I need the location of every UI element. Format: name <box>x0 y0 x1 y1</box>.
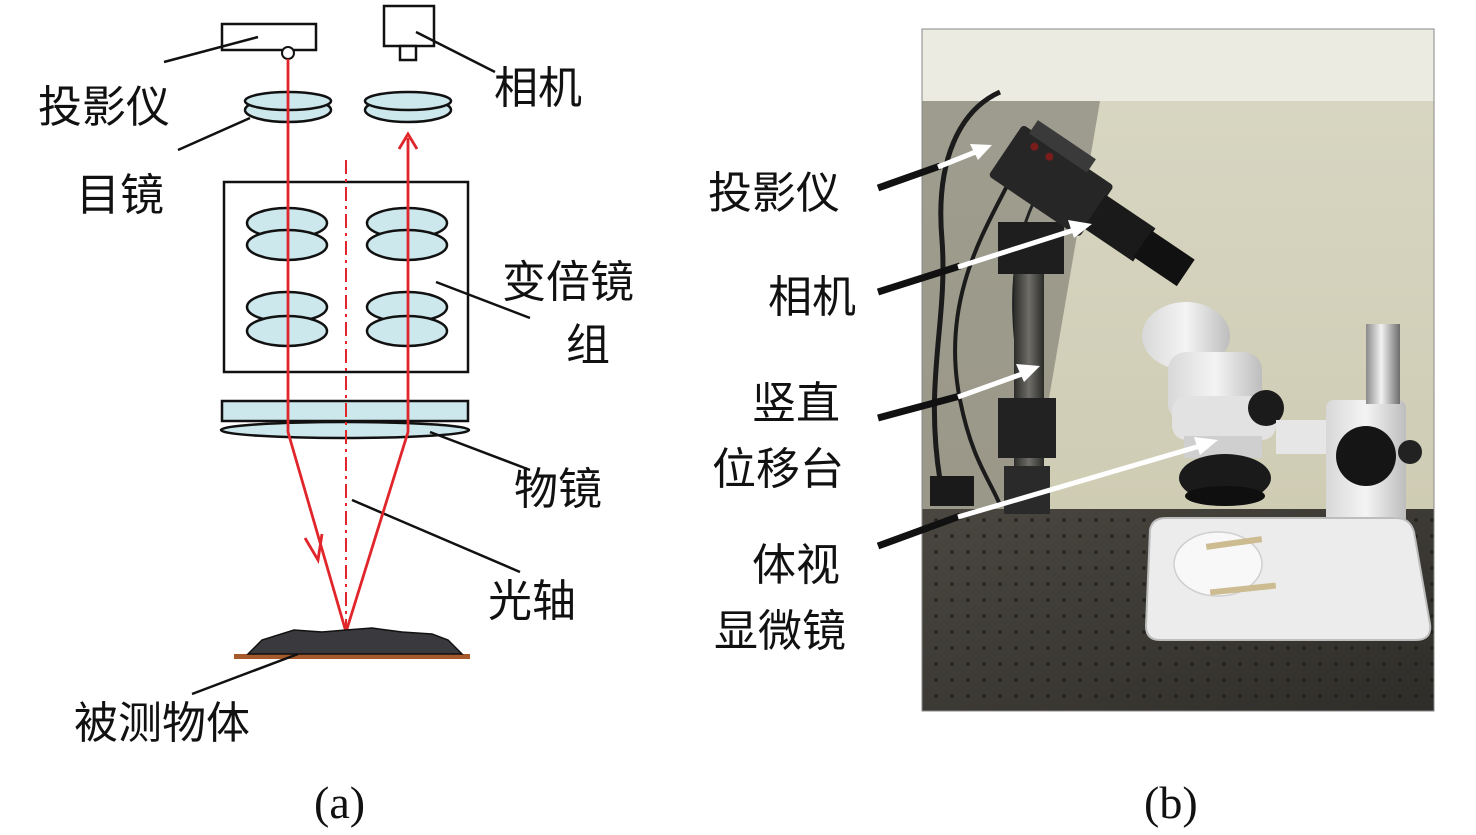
pointer-stage-black <box>877 392 961 422</box>
label-a-objective: 物镜 <box>514 464 602 515</box>
panel-b-annotations: 投影仪 相机 竖直 位移台 体视 显微镜 (b) <box>708 144 1218 828</box>
label-a-camera: 相机 <box>494 63 582 114</box>
objective-leader-line <box>429 430 531 472</box>
camera-beam <box>344 138 410 633</box>
object-base <box>234 654 470 659</box>
beam-arrow-up <box>397 131 419 150</box>
label-a-measured-object: 被测物体 <box>74 698 250 749</box>
pointer-camera-white <box>957 227 1075 270</box>
label-b-camera: 相机 <box>768 272 856 323</box>
cable-2 <box>953 179 1012 506</box>
label-b-stereo-microscope-line2: 显微镜 <box>714 606 846 657</box>
label-b-vertical-stage-line1: 竖直 <box>752 378 840 429</box>
zoom-group-leader-line <box>435 280 531 320</box>
pointer-projector-white <box>937 148 979 170</box>
pointer-microscope-white <box>957 443 1201 520</box>
camera-box <box>382 4 436 48</box>
stage-plate <box>1173 531 1263 597</box>
pointer-microscope-black <box>876 512 962 550</box>
caption-b: (b) <box>1144 777 1198 828</box>
panel-a-diagram: 投影仪 相机 目镜 变倍镜 组 物镜 光轴 被测物体 (a) <box>38 4 634 828</box>
stage-clamp <box>998 398 1056 458</box>
caption-a: (a) <box>314 777 365 828</box>
arrowhead-stage <box>1016 364 1040 382</box>
power-brick <box>930 476 974 506</box>
pointer-stage-white <box>957 371 1023 400</box>
projector-beam <box>286 59 348 633</box>
label-b-vertical-stage-line2: 位移台 <box>712 444 844 495</box>
focus-knob-right <box>1398 440 1422 464</box>
microscope-head <box>1142 302 1284 506</box>
photo-wall-top-strip <box>922 29 1434 101</box>
projector-leader-line <box>163 35 259 64</box>
object-leader-line <box>191 652 299 696</box>
projector-lens <box>281 46 295 60</box>
label-a-projector: 投影仪 <box>38 82 170 133</box>
projector-camera-assembly <box>989 120 1195 287</box>
label-a-zoom-group-line2: 组 <box>566 320 610 371</box>
label-a-optical-axis: 光轴 <box>488 576 576 627</box>
camera-lens-mount <box>398 44 418 62</box>
arrowhead-microscope <box>1194 437 1218 455</box>
pointer-camera-black <box>876 262 962 296</box>
camera-leader-line <box>415 30 496 74</box>
measured-object-shape <box>246 627 464 655</box>
label-b-stereo-microscope-line1: 体视 <box>752 540 840 591</box>
eyepiece-right <box>363 90 453 124</box>
arrowhead-projector <box>970 144 992 160</box>
beam-arrow-down <box>303 533 324 565</box>
eyepiece-leader-line <box>177 116 251 152</box>
label-a-zoom-group-line1: 变倍镜 <box>502 257 634 308</box>
stage-clip-2 <box>1209 582 1277 596</box>
label-b-projector: 投影仪 <box>708 168 840 219</box>
focus-knob <box>1336 426 1396 486</box>
optical-axis-leader-line <box>351 498 521 574</box>
pointer-projector-black <box>876 162 942 192</box>
arrowhead-camera <box>1068 220 1092 238</box>
stage-clip-1 <box>1205 536 1263 550</box>
label-a-eyepiece: 目镜 <box>76 170 164 221</box>
microscope-pillar-top <box>1366 324 1400 404</box>
panel-b-photo <box>921 28 1435 712</box>
photo-frame <box>921 28 1435 712</box>
stage-top-block <box>998 222 1064 274</box>
projector-box <box>220 22 318 52</box>
